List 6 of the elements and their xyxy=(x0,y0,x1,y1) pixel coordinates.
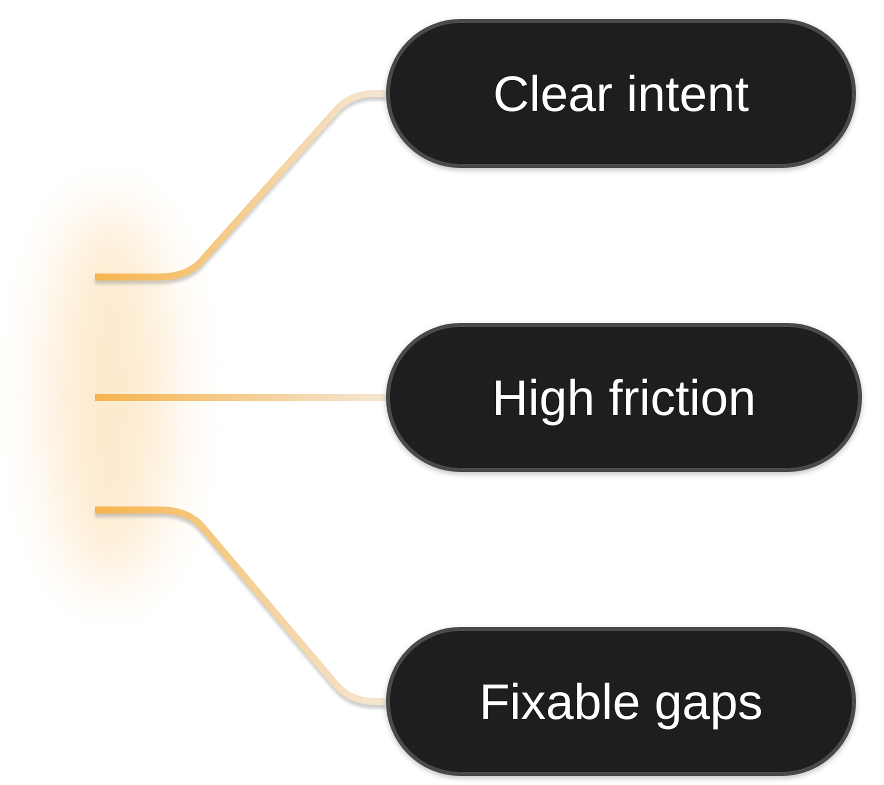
connector-line xyxy=(95,506,386,708)
pill-text: Clear intent xyxy=(493,64,749,122)
connector-line xyxy=(95,394,386,404)
pill-text: High friction xyxy=(492,368,756,426)
pill-text: Fixable gaps xyxy=(479,672,763,730)
connector-line xyxy=(95,90,386,284)
